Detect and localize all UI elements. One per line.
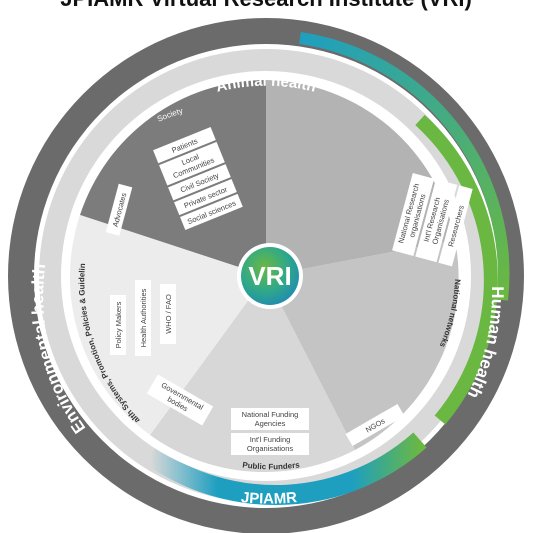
- page-title: JPIAMR Virtual Research Institute (VRI): [60, 0, 472, 11]
- inner-ring-blue-accent: [144, 432, 427, 506]
- box-who-fao: [160, 284, 176, 344]
- box-national-research: [392, 172, 435, 256]
- label-jpiamr: JPIAMR: [240, 489, 298, 508]
- box-health-authorities-label: Health Authorities: [139, 288, 148, 347]
- box-policy-makers-label: Policy Makers: [114, 301, 123, 348]
- box-private-sector: [174, 178, 237, 216]
- vri-center-label: VRI: [248, 261, 291, 291]
- box-national-funding: [231, 408, 309, 430]
- box-national-funding-label-2: Agencies: [255, 419, 286, 428]
- outer-ring-accent: [299, 32, 510, 301]
- vri-center-badge: [241, 247, 299, 305]
- box-governmental-bodies: [146, 374, 214, 426]
- box-intl-funding-label-2: Organisations: [247, 444, 294, 453]
- box-researchers: [438, 185, 473, 267]
- box-advocates: [105, 183, 133, 236]
- box-civil-society: [168, 164, 231, 201]
- funders-boxes: National Funding Agencies Int'l Funding …: [231, 408, 309, 455]
- research-boxes: National Research organisations Int'l Re…: [392, 172, 473, 267]
- label-public-funders: Public Funders: [242, 460, 301, 471]
- box-health-authorities: [135, 280, 151, 356]
- box-who-fao-label: WHO / FAO: [164, 294, 173, 334]
- inner-ring-green-accent: [415, 114, 498, 425]
- box-social-sciences: [180, 193, 243, 231]
- box-national-funding-label-1: National Funding: [242, 410, 299, 419]
- box-intl-funding-label-1: Int'l Funding: [250, 435, 291, 444]
- box-policy-makers: [110, 295, 126, 355]
- health-system-boxes: Policy Makers Health Authorities WHO / F…: [110, 280, 176, 356]
- box-local-communities: [159, 141, 225, 186]
- box-intl-research: [415, 179, 458, 263]
- sector-national-networks: [266, 240, 459, 450]
- society-boxes: Patients Local Communities Civil Society…: [153, 127, 243, 231]
- box-intl-funding: [231, 433, 309, 455]
- box-patients: [153, 127, 216, 164]
- box-ngos: [345, 403, 405, 447]
